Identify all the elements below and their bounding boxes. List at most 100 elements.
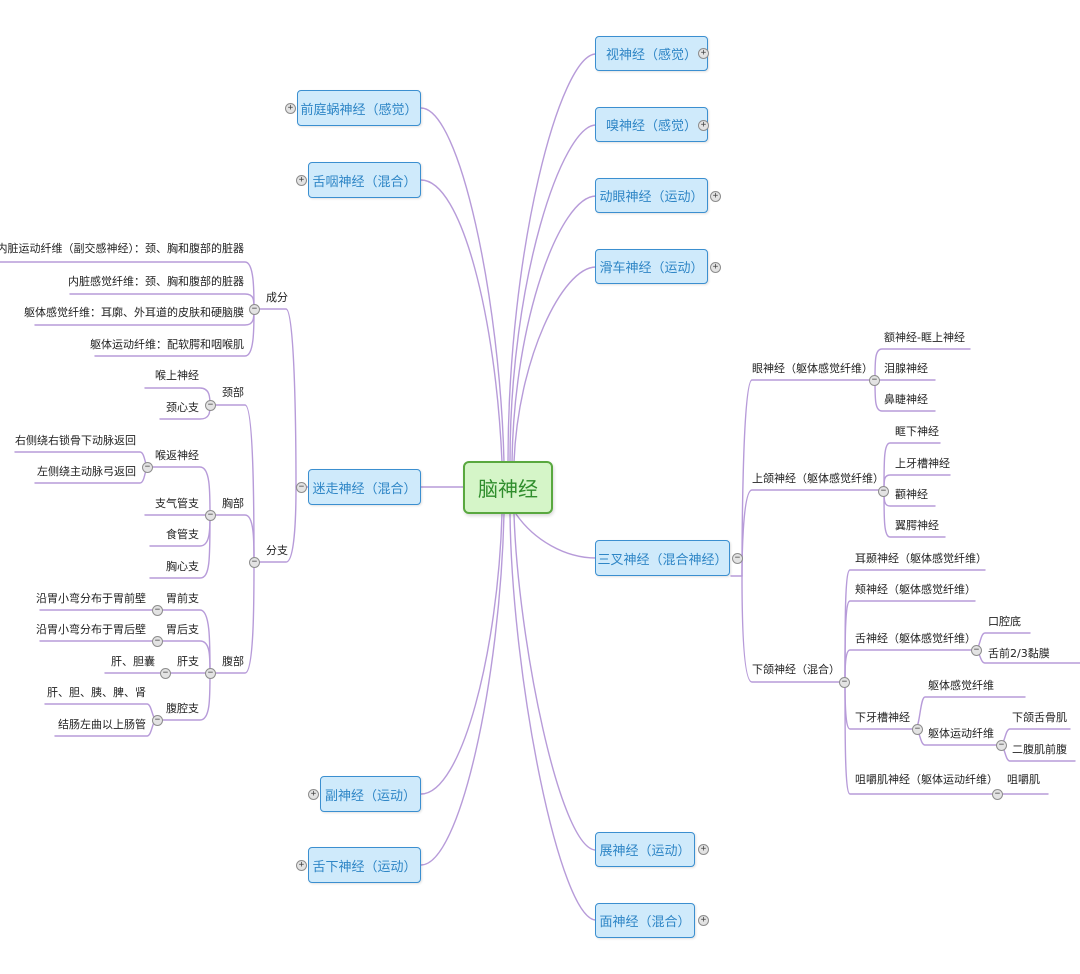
expand-sheyan-icon[interactable]: +	[296, 175, 307, 186]
topic-qutigan[interactable]: 躯体感觉纤维	[928, 679, 994, 692]
expand-xiu-icon[interactable]: +	[698, 120, 709, 131]
topic-yan[interactable]: 眼神经（躯体感觉纤维）	[752, 362, 873, 375]
topic-kouqiangdi[interactable]: 口腔底	[988, 615, 1021, 628]
node-mizou[interactable]: 迷走神经（混合）	[308, 469, 421, 505]
collapse-fuqiang-icon[interactable]: −	[152, 715, 163, 726]
expand-dongyan-icon[interactable]: +	[710, 191, 721, 202]
node-xiu-label: 嗅神经（感觉）	[605, 119, 697, 134]
topic-weihou-d[interactable]: 沿胃小弯分布于胃后壁	[36, 623, 146, 636]
link-shexia	[420, 513, 505, 866]
topic-quan[interactable]: 颧神经	[895, 488, 928, 501]
topic-xiongbu[interactable]: 胸部	[222, 497, 244, 510]
topic-chengfen[interactable]: 成分	[266, 291, 288, 304]
topic-fenzhi[interactable]: 分支	[266, 544, 288, 557]
topic-erniao[interactable]: 耳颞神经（躯体感觉纤维）	[855, 552, 987, 565]
topic-fubu[interactable]: 腹部	[222, 655, 244, 668]
topic-gan-d[interactable]: 肝、胆囊	[111, 655, 155, 668]
collapse-xiayacao-icon[interactable]: −	[912, 724, 923, 735]
topic-jingbu[interactable]: 颈部	[222, 386, 244, 399]
topic-jujue[interactable]: 咀嚼肌神经（躯体运动纤维）	[855, 773, 998, 786]
node-fu[interactable]: 副神经（运动）	[320, 776, 421, 812]
link-sancha	[515, 513, 597, 559]
expand-qianting-icon[interactable]: +	[285, 103, 296, 114]
expand-shi-icon[interactable]: +	[698, 48, 709, 59]
topic-houshang[interactable]: 喉上神经	[155, 369, 199, 382]
node-qianting[interactable]: 前庭蜗神经（感觉）	[297, 90, 421, 126]
topic-sheqian[interactable]: 舌前2/3黏膜	[988, 647, 1050, 660]
node-shexia[interactable]: 舌下神经（运动）	[308, 847, 421, 883]
collapse-sancha-icon[interactable]: −	[732, 553, 743, 564]
topic-zuoce[interactable]: 左侧绕主动脉弓返回	[37, 465, 136, 478]
expand-mian-icon[interactable]: +	[698, 915, 709, 926]
topic-erfu[interactable]: 二腹肌前腹	[1012, 743, 1067, 756]
topic-houfan[interactable]: 喉返神经	[155, 449, 199, 462]
topic-leixian[interactable]: 泪腺神经	[884, 362, 928, 375]
collapse-xiahe-icon[interactable]: −	[839, 677, 850, 688]
collapse-jujue-icon[interactable]: −	[992, 789, 1003, 800]
topic-xiahesheng[interactable]: 下颌舌骨肌	[1012, 711, 1067, 724]
topic-kuangxia[interactable]: 眶下神经	[895, 425, 939, 438]
topic-neizangyun[interactable]: 内脏运动纤维（副交感神经）：颈、胸和腹部的脏器	[0, 242, 244, 255]
collapse-weiqian-icon[interactable]: −	[152, 605, 163, 616]
topic-weiqian-d[interactable]: 沿胃小弯分布于胃前壁	[36, 592, 146, 605]
node-mizou-label: 迷走神经（混合）	[312, 481, 417, 497]
topic-xiongxin[interactable]: 胸心支	[166, 560, 199, 573]
collapse-fenzhi-icon[interactable]: −	[249, 557, 260, 568]
topic-shiguan[interactable]: 食管支	[166, 528, 199, 541]
topic-qutiyun-vagus[interactable]: 躯体运动纤维：配软腭和咽喉肌	[90, 338, 244, 351]
topic-jia[interactable]: 颊神经（躯体感觉纤维）	[855, 583, 976, 596]
topic-fuqiang[interactable]: 腹腔支	[166, 702, 199, 715]
topic-weihou[interactable]: 胃后支	[166, 623, 199, 636]
topic-she[interactable]: 舌神经（躯体感觉纤维）	[855, 632, 976, 645]
node-dongyan[interactable]: 动眼神经（运动）	[595, 178, 708, 213]
node-dongyan-label: 动眼神经（运动）	[599, 190, 704, 205]
expand-fu-icon[interactable]: +	[308, 789, 319, 800]
expand-huache-icon[interactable]: +	[710, 262, 721, 273]
topic-qutiyun[interactable]: 躯体运动纤维	[928, 727, 994, 740]
collapse-chengfen-icon[interactable]: −	[249, 304, 260, 315]
node-xiu[interactable]: 嗅神经（感觉）	[595, 107, 708, 142]
topic-fuqiang-d2[interactable]: 结肠左曲以上肠管	[58, 718, 146, 731]
node-sancha[interactable]: 三叉神经（混合神经）	[595, 540, 730, 576]
collapse-houfan-icon[interactable]: −	[142, 462, 153, 473]
topic-fuqiang-d1[interactable]: 肝、胆、胰、脾、肾	[47, 686, 146, 699]
collapse-mizou-icon[interactable]: −	[296, 482, 307, 493]
topic-weiqian[interactable]: 胃前支	[166, 592, 199, 605]
topic-shanghe[interactable]: 上颌神经（躯体感觉纤维）	[752, 472, 884, 485]
collapse-fubu-icon[interactable]: −	[205, 668, 216, 679]
node-huache[interactable]: 滑车神经（运动）	[595, 249, 708, 284]
link-huache	[513, 266, 597, 463]
link-xiu	[509, 124, 597, 463]
node-mian[interactable]: 面神经（混合）	[595, 903, 695, 938]
collapse-yan-icon[interactable]: −	[869, 375, 880, 386]
topic-qutigan-vagus[interactable]: 躯体感觉纤维：耳廓、外耳道的皮肤和硬脑膜	[24, 306, 244, 319]
topic-zhiqiguan[interactable]: 支气管支	[155, 497, 199, 510]
topic-neizanggan[interactable]: 内脏感觉纤维：颈、胸和腹部的脏器	[68, 275, 244, 288]
root-node[interactable]: 脑神经	[463, 461, 553, 514]
node-sheyan-label: 舌咽神经（混合）	[312, 174, 417, 190]
collapse-gan-icon[interactable]: −	[160, 668, 171, 679]
node-sheyan[interactable]: 舌咽神经（混合）	[308, 162, 421, 198]
topic-jingxin[interactable]: 颈心支	[166, 401, 199, 414]
topic-shangyacao[interactable]: 上牙槽神经	[895, 457, 950, 470]
node-zhan[interactable]: 展神经（运动）	[595, 832, 695, 867]
expand-shexia-icon[interactable]: +	[296, 860, 307, 871]
node-shexia-label: 舌下神经（运动）	[312, 859, 417, 875]
collapse-jingbu-icon[interactable]: −	[205, 400, 216, 411]
topic-jujueji[interactable]: 咀嚼肌	[1007, 773, 1040, 786]
topic-xiayacao[interactable]: 下牙槽神经	[855, 711, 910, 724]
topic-gan[interactable]: 肝支	[177, 655, 199, 668]
collapse-xiongbu-icon[interactable]: −	[205, 510, 216, 521]
topic-youce[interactable]: 右侧绕右锁骨下动脉返回	[15, 434, 136, 447]
collapse-weihou-icon[interactable]: −	[152, 636, 163, 647]
expand-zhan-icon[interactable]: +	[698, 844, 709, 855]
node-shi[interactable]: 视神经（感觉）	[595, 36, 708, 71]
topic-e[interactable]: 额神经-眶上神经	[884, 331, 965, 344]
collapse-shanghe-icon[interactable]: −	[878, 486, 889, 497]
collapse-qutiyun-icon[interactable]: −	[996, 740, 1007, 751]
node-huache-label: 滑车神经（运动）	[599, 261, 704, 276]
topic-yiqiao[interactable]: 翼腭神经	[895, 519, 939, 532]
topic-bijie[interactable]: 鼻睫神经	[884, 393, 928, 406]
topic-xiahe[interactable]: 下颌神经（混合）	[752, 663, 840, 676]
collapse-she-icon[interactable]: −	[971, 645, 982, 656]
